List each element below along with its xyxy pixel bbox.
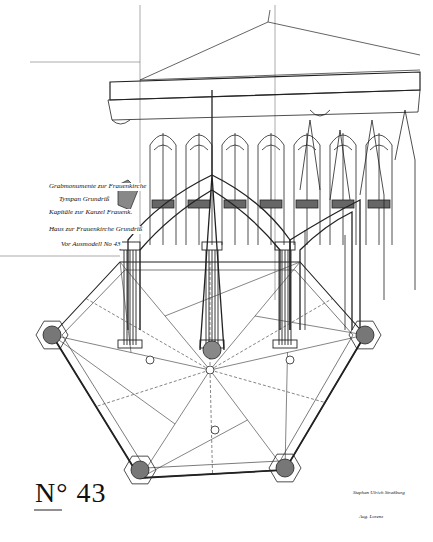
stroke <box>215 250 216 345</box>
handwritten-note: Haus zur Frauenkirche Grundriß <box>48 226 143 234</box>
stroke <box>282 250 283 345</box>
stroke <box>210 262 300 370</box>
stroke <box>368 200 390 208</box>
stroke <box>269 454 301 482</box>
stroke <box>298 133 316 245</box>
stroke <box>349 321 381 349</box>
stroke <box>96 370 210 407</box>
handwritten-note: Grabmonumente zur Frauenkirche <box>48 183 147 191</box>
stroke <box>275 242 295 250</box>
stroke <box>218 250 219 345</box>
stroke <box>209 250 210 345</box>
stroke <box>120 262 131 353</box>
stroke <box>136 250 137 345</box>
stroke <box>210 370 285 470</box>
stroke <box>203 341 221 359</box>
stroke <box>124 456 156 484</box>
handwritten-note: Tympan Grundriß <box>58 196 110 204</box>
stroke <box>127 250 128 345</box>
stroke <box>206 250 207 345</box>
stroke <box>332 200 354 208</box>
stroke <box>356 326 374 344</box>
stroke <box>154 133 172 245</box>
stroke <box>140 420 248 478</box>
stroke <box>146 356 154 364</box>
stroke <box>291 250 292 345</box>
stroke <box>262 133 280 245</box>
stroke <box>36 321 68 349</box>
stroke <box>286 356 294 364</box>
stroke <box>190 133 208 245</box>
stroke <box>210 299 333 371</box>
plate-number: N° 43 <box>34 478 107 509</box>
stroke <box>296 200 318 208</box>
stroke <box>152 200 174 208</box>
stroke <box>43 326 61 344</box>
stroke <box>140 370 210 478</box>
stroke <box>202 242 222 250</box>
stroke <box>206 366 214 374</box>
stroke <box>260 200 282 208</box>
stroke <box>165 262 300 316</box>
handwritten-note: Aug. Lorenz <box>358 514 384 520</box>
stroke <box>52 335 175 424</box>
stroke <box>210 370 325 403</box>
stroke <box>370 133 388 245</box>
stroke <box>255 316 365 335</box>
stroke <box>288 250 289 345</box>
stroke <box>210 370 213 474</box>
stroke <box>224 200 246 208</box>
stroke <box>276 459 294 477</box>
handwritten-note: Kapitäle zur Kanzel Frauenk. <box>48 209 133 217</box>
stroke <box>86 299 210 371</box>
stroke <box>279 250 280 345</box>
stroke <box>130 250 131 345</box>
stroke <box>210 335 365 370</box>
handwritten-note: Stephan Ulrich Straßburg <box>352 490 406 496</box>
stroke <box>226 133 244 245</box>
stroke <box>131 461 149 479</box>
stroke <box>285 353 288 471</box>
stroke <box>133 250 134 345</box>
stroke <box>120 262 210 370</box>
stroke <box>273 340 297 348</box>
stroke <box>120 242 140 250</box>
stroke <box>211 426 219 434</box>
stroke <box>285 250 286 345</box>
handwritten-note: Vor Ausmodell No 43 <box>60 241 122 249</box>
